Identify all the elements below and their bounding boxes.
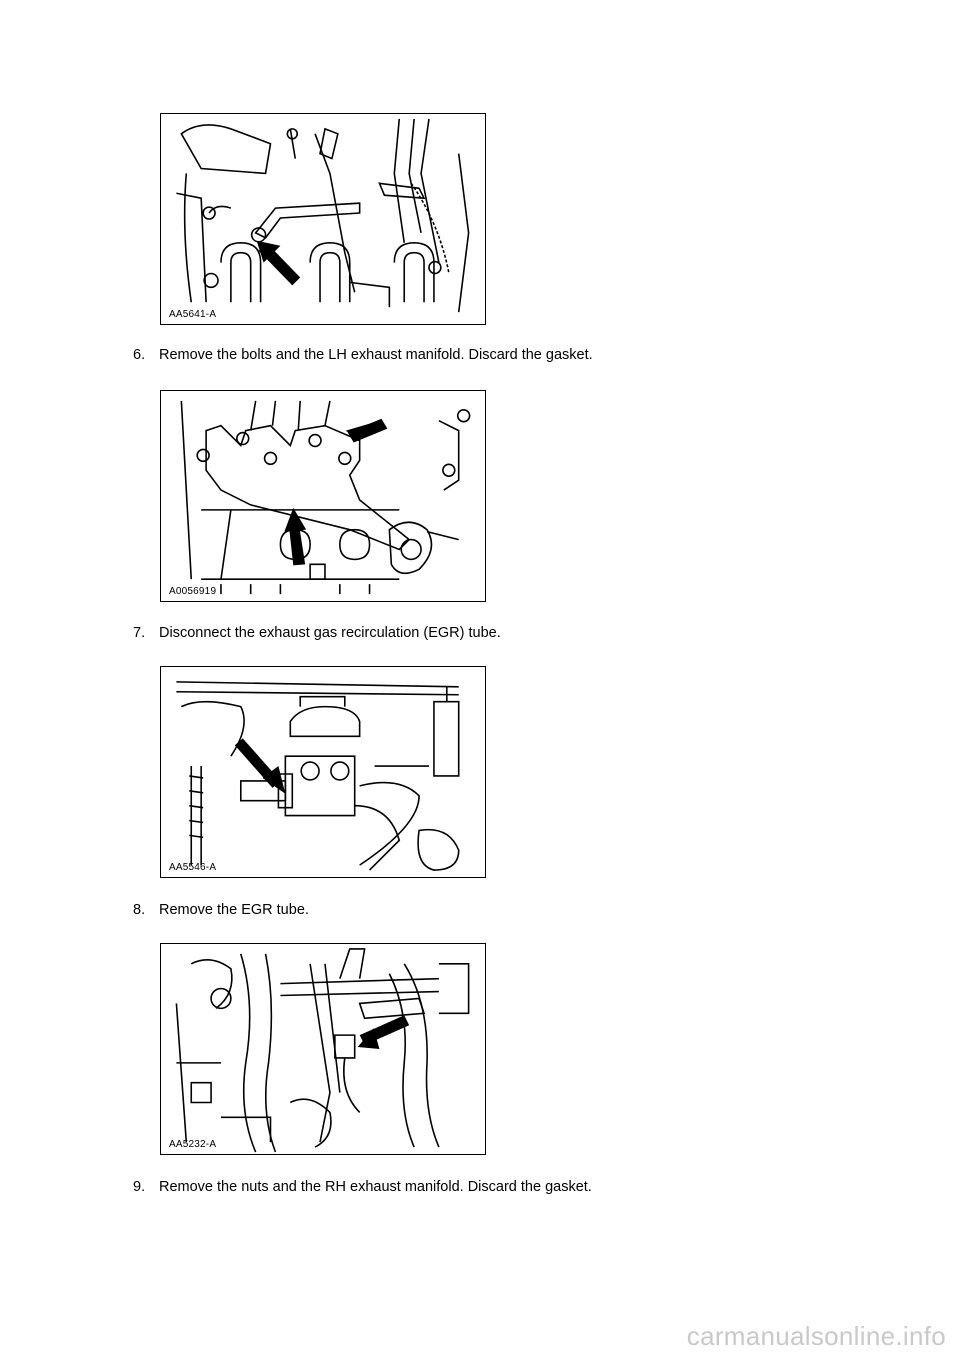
figure-id: AA5546-A xyxy=(169,862,217,873)
step-text: Remove the bolts and the LH exhaust mani… xyxy=(159,347,593,363)
engine-illustration xyxy=(175,948,470,1153)
figure-egr-bracket: AA5641-A xyxy=(160,113,486,325)
step-number: 9. xyxy=(133,1179,146,1195)
engine-illustration xyxy=(176,118,470,313)
step-7: 7. Disconnect the exhaust gas recirculati… xyxy=(133,624,501,642)
step-number: 8. xyxy=(133,902,146,918)
step-text: Remove the nuts and the RH exhaust manif… xyxy=(159,1179,592,1195)
step-number: 7. xyxy=(133,625,146,641)
step-text: Remove the EGR tube. xyxy=(159,902,309,918)
figure-egr-tube-removal: AA5232-A xyxy=(160,943,486,1155)
step-9: 9. Remove the nuts and the RH exhaust man… xyxy=(133,1178,592,1196)
step-6: 6. Remove the bolts and the LH exhaust ma… xyxy=(133,346,593,364)
watermark: carmanualsonline.info xyxy=(686,1321,946,1351)
figure-lh-exhaust-manifold: A0056919 xyxy=(160,390,486,602)
figure-id: AA5232-A xyxy=(169,1139,217,1150)
figure-id: AA5641-A xyxy=(169,309,217,320)
figure-id: A0056919 xyxy=(169,586,217,597)
step-number: 6. xyxy=(133,347,146,363)
step-text: Disconnect the exhaust gas recirculation… xyxy=(159,625,501,641)
step-8: 8. Remove the EGR tube. xyxy=(133,901,309,919)
engine-illustration xyxy=(180,400,471,595)
figure-egr-tube-disconnect: AA5546-A xyxy=(160,666,486,878)
engine-illustration xyxy=(176,681,460,871)
